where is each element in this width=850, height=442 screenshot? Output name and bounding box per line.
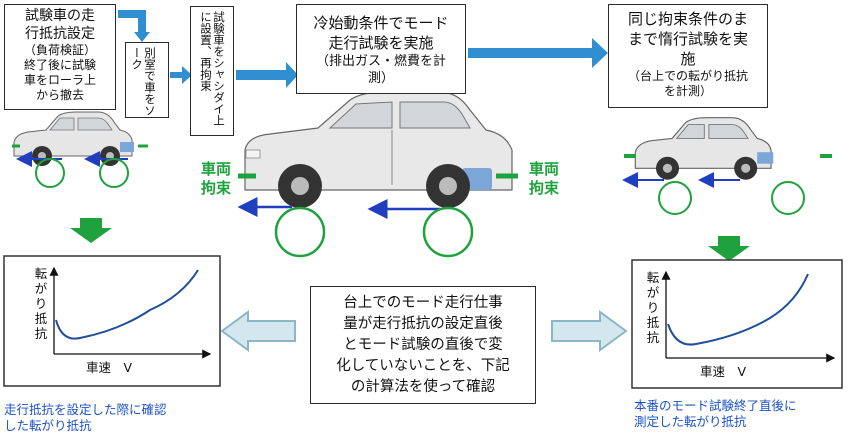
roller-icon (35, 158, 65, 188)
text-line: 拘束 (200, 179, 231, 197)
roller-icon (771, 181, 805, 215)
step1-note: （負荷検証） 終了後に試験 車をローラ上 から撤去 (5, 43, 115, 103)
car-icon (13, 111, 135, 167)
flow-arrow-2-icon (170, 66, 192, 84)
text-line: 抵 (646, 315, 660, 330)
graph-right-frame (631, 259, 843, 389)
step1-title: 試験車の走 行抵抗設定 (5, 7, 115, 43)
resistance-curve (667, 273, 809, 346)
text-line: 化していないことを、下記 (336, 358, 510, 374)
text-line: から撤去 (35, 88, 84, 102)
text-line: 車をローラ上 (23, 73, 96, 87)
resistance-curve (55, 269, 199, 340)
text-line: （負荷検証） (23, 43, 96, 57)
text-line: を計測） (663, 84, 712, 98)
text-line: 車両 (528, 160, 559, 178)
text-line: 車両 (200, 160, 231, 178)
text-line: り (34, 296, 48, 311)
arrow-down-icon (708, 236, 750, 261)
text-line: した転がり抵抗 (4, 418, 92, 433)
restraint-label-left: 車両 拘束 (196, 160, 236, 198)
flow-arrow-1-icon (118, 10, 150, 42)
roller-icon (99, 158, 129, 188)
step5-title: 同じ拘束条件のま まで惰行試験を実 施 (609, 9, 767, 69)
text-line: 本番のモード試験終了直後に (634, 398, 797, 413)
text-line: 試験車の走 (25, 8, 95, 24)
roller-icon (422, 206, 474, 258)
text-line: 終了後に試験 (23, 58, 96, 72)
flow-arrow-4-icon (468, 38, 608, 68)
text-line: 測） (367, 71, 394, 86)
caption-right: 本番のモード試験終了直後に 測定した転がり抵抗 (634, 398, 797, 430)
graph-left-ylabel: 転 が り 抵 抗 (34, 266, 48, 341)
text-line: の計算法を使って確認 (350, 379, 496, 395)
flow-arrow-3-icon (236, 62, 298, 88)
text-line: 抗 (34, 326, 48, 341)
text-line: 同じ拘束条件のま (627, 10, 748, 28)
text-line: 抵 (34, 311, 48, 326)
text-line: （台上での転がり抵抗 (627, 69, 748, 83)
step4-box: 冷始動条件でモード 走行試験を実施 （排出ガス・燃費を計 測） (296, 4, 466, 94)
graph-left-xlabel: 車速 V (86, 360, 133, 375)
text-line: まで惰行試験を実 (627, 30, 748, 48)
text-line: とモード試験の直後で変 (343, 337, 503, 353)
roller-icon (274, 206, 326, 258)
text-line: 転 (646, 270, 660, 285)
text-line: 抗 (646, 330, 660, 345)
arrow-down-icon (70, 218, 112, 243)
text-line: 走行抵抗を設定した際に確認 (4, 402, 167, 417)
car-icon (244, 91, 513, 208)
arrow-right-icon (551, 310, 628, 352)
text-line: 冷始動条件でモード (313, 14, 449, 32)
roller-icon (658, 181, 692, 215)
text-line: 転 (34, 266, 48, 281)
text-line: 走行試験を実施 (328, 34, 434, 52)
center-note-box: 台上でのモード走行仕事 量が走行抵抗の設定直後 とモード試験の直後で変 化してい… (310, 286, 536, 404)
text-line: 台上でのモード走行仕事 (343, 295, 503, 311)
graph-right-ylabel: 転 が り 抵 抗 (646, 270, 660, 345)
car-icon (634, 117, 774, 181)
step5-box: 同じ拘束条件のま まで惰行試験を実 施 （台上での転がり抵抗 を計測） (608, 4, 768, 108)
text-line: 行抵抗設定 (25, 26, 95, 42)
restraint-label-right: 車両 拘束 (524, 160, 564, 198)
step4-note: （排出ガス・燃費を計 測） (297, 53, 465, 87)
text-line: 測定した転がり抵抗 (634, 414, 747, 429)
step2-box: 別室で車をソーク (125, 42, 169, 118)
text-line: 拘束 (528, 179, 559, 197)
step1-box: 試験車の走 行抵抗設定 （負荷検証） 終了後に試験 車をローラ上 から撤去 (4, 4, 116, 110)
text-line: 施 (680, 50, 696, 68)
graph-left-frame (3, 255, 221, 387)
step4-title: 冷始動条件でモード 走行試験を実施 (297, 13, 465, 53)
text-line: り (646, 300, 660, 315)
step3-box: 試験車をシャシダイ上に設置、再拘束 (190, 6, 234, 136)
arrow-left-icon (220, 310, 296, 352)
text-line: （排出ガス・燃費を計 (315, 54, 446, 69)
text-line: が (646, 285, 660, 300)
step5-note: （台上での転がり抵抗 を計測） (609, 69, 767, 99)
graph-right-xlabel: 車速 V (700, 364, 747, 379)
caption-left: 走行抵抗を設定した際に確認 した転がり抵抗 (4, 402, 167, 434)
text-line: 量が走行抵抗の設定直後 (343, 316, 503, 332)
text-line: が (34, 281, 48, 296)
